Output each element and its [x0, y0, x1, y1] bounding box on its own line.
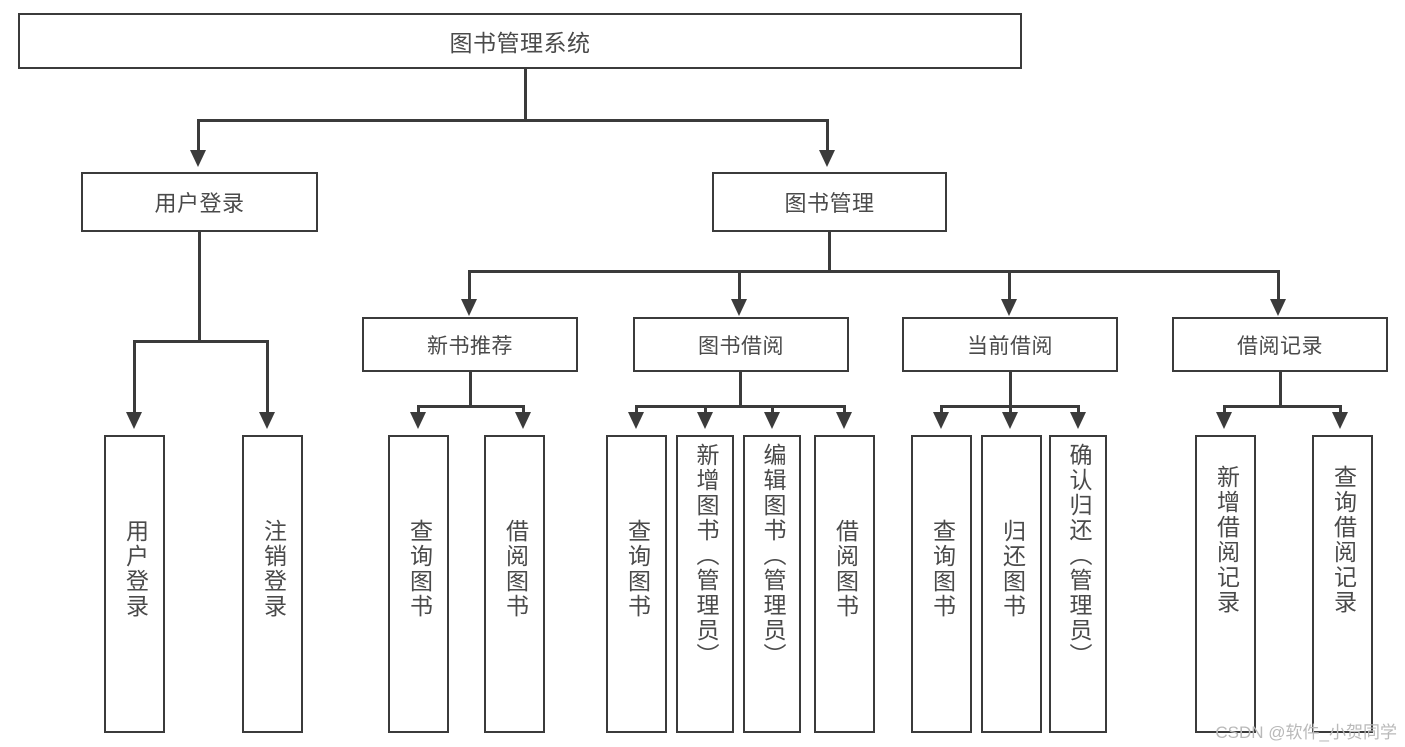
connector-current-drop-2: [1009, 405, 1012, 413]
arrow-to-leaf-borrow-book-1: [515, 412, 531, 429]
arrow-to-borrow-record: [1270, 299, 1286, 316]
node-borrow-record[interactable]: 借阅记录: [1172, 317, 1388, 372]
connector-borrow-drop-2: [704, 405, 707, 413]
leaf-edit-book-admin[interactable]: 编辑图书（管理员）: [743, 435, 801, 733]
arrow-to-user-login: [190, 150, 206, 167]
connector-borrow-bus: [635, 405, 846, 408]
leaf-user-login[interactable]: 用户登录: [104, 435, 165, 733]
leaf-label: 新增图书（管理员）: [692, 443, 719, 668]
connector-current-drop-3: [1077, 405, 1080, 413]
connector-borrow-drop-1: [635, 405, 638, 413]
connector-record-drop-1: [1223, 405, 1226, 413]
connector-book-manage-bus: [468, 270, 1280, 273]
connector-recommend-drop-1: [417, 405, 420, 413]
leaf-label: 编辑图书（管理员）: [759, 443, 786, 668]
leaf-add-book-admin[interactable]: 新增图书（管理员）: [676, 435, 734, 733]
arrow-to-book-manage: [819, 150, 835, 167]
leaf-label: 归还图书: [999, 519, 1026, 619]
leaf-borrow-book-recommend[interactable]: 借阅图书: [484, 435, 545, 733]
connector-book-manage-stem: [828, 232, 831, 272]
leaf-return-book[interactable]: 归还图书: [981, 435, 1042, 733]
node-user-login[interactable]: 用户登录: [81, 172, 318, 232]
connector-user-login-drop-2: [266, 340, 269, 413]
connector-root-stem: [524, 69, 527, 121]
arrow-to-leaf-query-book-1: [410, 412, 426, 429]
node-label: 用户登录: [154, 191, 245, 216]
connector-recommend-drop-2: [522, 405, 525, 413]
connector-root-drop-left: [197, 119, 200, 151]
node-label: 图书管理: [784, 191, 875, 216]
arrow-to-new-book-recommend: [461, 299, 477, 316]
node-label: 新书推荐: [427, 334, 513, 358]
leaf-borrow-book-borrow[interactable]: 借阅图书: [814, 435, 875, 733]
leaf-label: 查询图书: [406, 519, 433, 619]
arrow-to-leaf-logout: [259, 412, 275, 429]
node-new-book-recommend[interactable]: 新书推荐: [362, 317, 578, 372]
connector-record-bus: [1223, 405, 1342, 408]
arrow-to-leaf-edit-book: [764, 412, 780, 429]
connector-book-manage-drop-2: [738, 270, 741, 300]
leaf-label: 注销登录: [260, 519, 287, 619]
connector-book-manage-drop-1: [468, 270, 471, 300]
arrow-to-current-borrow: [1001, 299, 1017, 316]
connector-record-drop-2: [1339, 405, 1342, 413]
connector-current-drop-1: [940, 405, 943, 413]
connector-user-login-bus: [133, 340, 269, 343]
arrow-to-leaf-borrow-book-2: [836, 412, 852, 429]
connector-borrow-drop-4: [843, 405, 846, 413]
csdn-watermark: CSDN @软件_小贺同学: [1215, 723, 1397, 742]
arrow-to-leaf-add-book: [697, 412, 713, 429]
connector-book-manage-drop-4: [1277, 270, 1280, 300]
node-label: 图书管理系统: [449, 30, 591, 56]
arrow-to-leaf-query-book-3: [933, 412, 949, 429]
leaf-label: 查询图书: [624, 519, 651, 619]
leaf-label: 新增借阅记录: [1213, 465, 1240, 615]
leaf-logout[interactable]: 注销登录: [242, 435, 303, 733]
leaf-label: 查询图书: [929, 519, 956, 619]
connector-user-login-stem: [198, 232, 201, 342]
leaf-query-borrow-record[interactable]: 查询借阅记录: [1312, 435, 1373, 733]
node-label: 图书借阅: [698, 334, 784, 358]
arrow-to-leaf-query-record: [1332, 412, 1348, 429]
leaf-add-borrow-record[interactable]: 新增借阅记录: [1195, 435, 1256, 733]
leaf-label: 借阅图书: [502, 519, 529, 619]
connector-borrow-drop-3: [771, 405, 774, 413]
connector-book-manage-drop-3: [1008, 270, 1011, 300]
connector-recommend-bus: [417, 405, 525, 408]
leaf-query-book-recommend[interactable]: 查询图书: [388, 435, 449, 733]
arrow-to-leaf-return-book: [1002, 412, 1018, 429]
leaf-query-book-current[interactable]: 查询图书: [911, 435, 972, 733]
node-book-borrow[interactable]: 图书借阅: [633, 317, 849, 372]
connector-root-drop-right: [826, 119, 829, 151]
connector-user-login-drop-1: [133, 340, 136, 413]
arrow-to-leaf-confirm-return: [1070, 412, 1086, 429]
leaf-label: 借阅图书: [832, 519, 859, 619]
node-root-system[interactable]: 图书管理系统: [18, 13, 1022, 69]
node-book-manage[interactable]: 图书管理: [712, 172, 947, 232]
connector-root-bus: [197, 119, 829, 122]
arrow-to-leaf-add-record: [1216, 412, 1232, 429]
connector-recommend-stem: [469, 372, 472, 408]
arrow-to-leaf-query-book-2: [628, 412, 644, 429]
connector-record-stem: [1279, 372, 1282, 408]
connector-current-stem: [1009, 372, 1012, 408]
leaf-label: 用户登录: [122, 519, 149, 619]
leaf-query-book-borrow[interactable]: 查询图书: [606, 435, 667, 733]
leaf-label: 确认归还（管理员）: [1065, 443, 1092, 668]
arrow-to-book-borrow: [731, 299, 747, 316]
leaf-confirm-return-admin[interactable]: 确认归还（管理员）: [1049, 435, 1107, 733]
node-current-borrow[interactable]: 当前借阅: [902, 317, 1118, 372]
node-label: 当前借阅: [967, 334, 1053, 358]
node-label: 借阅记录: [1237, 334, 1323, 358]
arrow-to-leaf-user-login: [126, 412, 142, 429]
connector-borrow-stem: [739, 372, 742, 408]
leaf-label: 查询借阅记录: [1330, 465, 1357, 615]
